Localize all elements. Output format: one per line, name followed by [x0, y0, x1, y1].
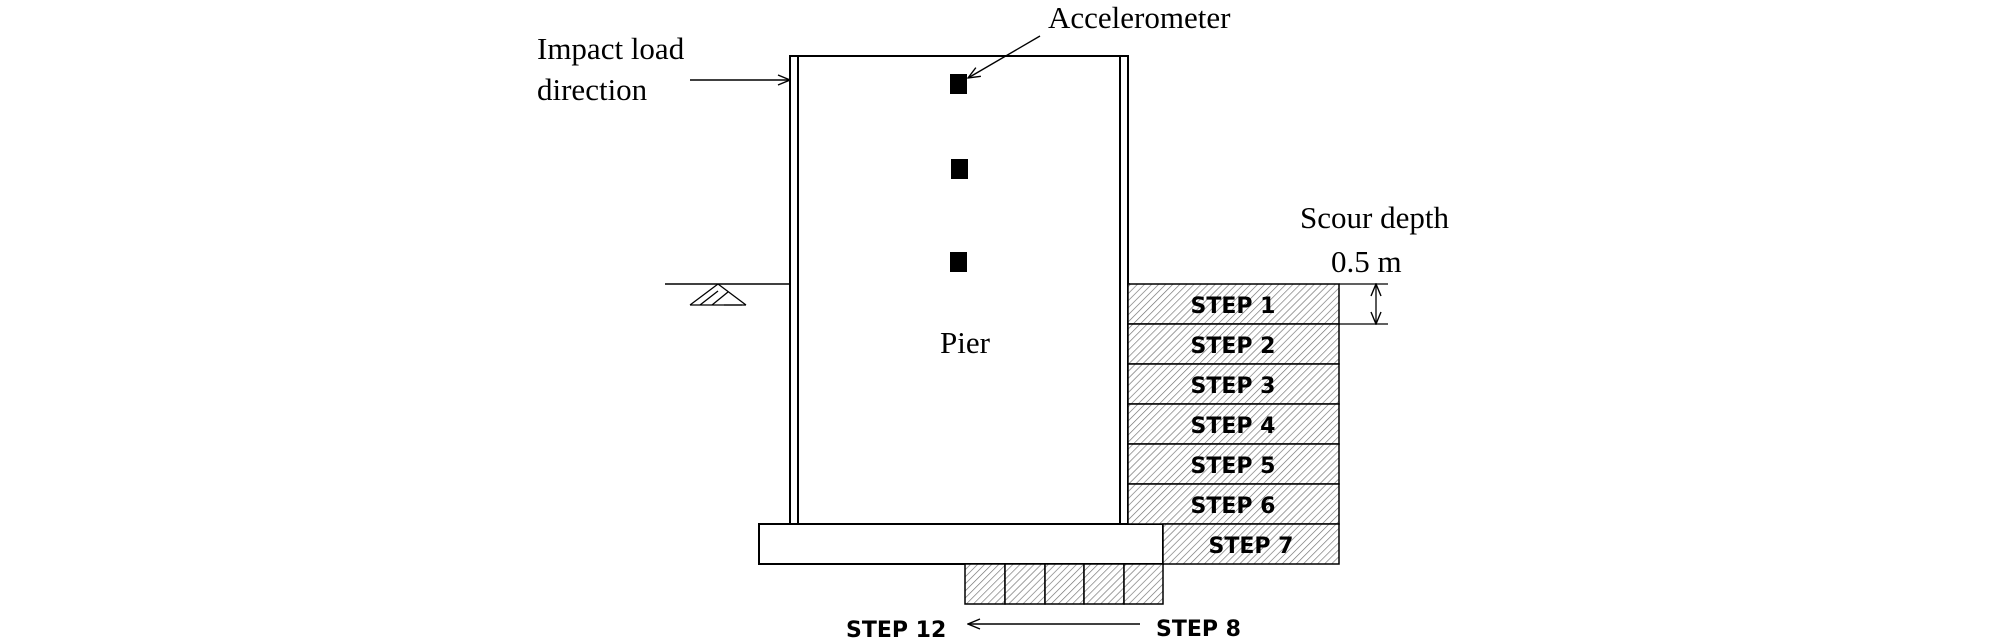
step-6-label: STEP 6 [1191, 494, 1276, 519]
step-2-label: STEP 2 [1191, 334, 1276, 359]
accelerometer-label: Accelerometer [1048, 0, 1231, 35]
accelerometer-arrow [968, 35, 1041, 78]
pier [789, 55, 1129, 525]
step-12-label: STEP 12 [846, 618, 946, 641]
step-4-block [1127, 403, 1340, 445]
step-6-block [1127, 483, 1340, 525]
accelerometer-sensor-2 [951, 159, 968, 179]
ground-hatch-symbol [689, 283, 747, 306]
step-5-block [1127, 443, 1340, 485]
bottom-steps [964, 563, 1164, 605]
step-2-block [1127, 323, 1340, 365]
impact-load-label-line2: direction [537, 72, 648, 107]
bottom-step-block [964, 563, 1006, 605]
step-5-label: STEP 5 [1191, 454, 1276, 479]
step-4-label: STEP 4 [1191, 414, 1276, 439]
bottom-step-block [1004, 563, 1046, 605]
pier-label: Pier [940, 325, 991, 360]
impact-load-label-line1: Impact load [537, 31, 685, 66]
step-8-label: STEP 8 [1156, 617, 1241, 641]
scour-depth-label-line2: 0.5 m [1331, 244, 1402, 279]
bottom-step-block [1044, 563, 1085, 605]
accelerometer-sensor-3 [950, 252, 967, 272]
scour-depth-label-line1: Scour depth [1300, 200, 1449, 235]
scour-depth-dimension [1339, 284, 1388, 324]
accelerometer-sensor-1 [950, 74, 967, 94]
step-7-block [1162, 523, 1340, 565]
step-1-block [1127, 283, 1340, 325]
step-3-label: STEP 3 [1191, 374, 1276, 399]
scour-steps [1127, 283, 1340, 565]
bottom-step-block [1083, 563, 1125, 605]
step-7-label: STEP 7 [1209, 534, 1294, 559]
bottom-step-block [1123, 563, 1164, 605]
footing [758, 523, 1164, 565]
step-1-label: STEP 1 [1191, 294, 1276, 319]
